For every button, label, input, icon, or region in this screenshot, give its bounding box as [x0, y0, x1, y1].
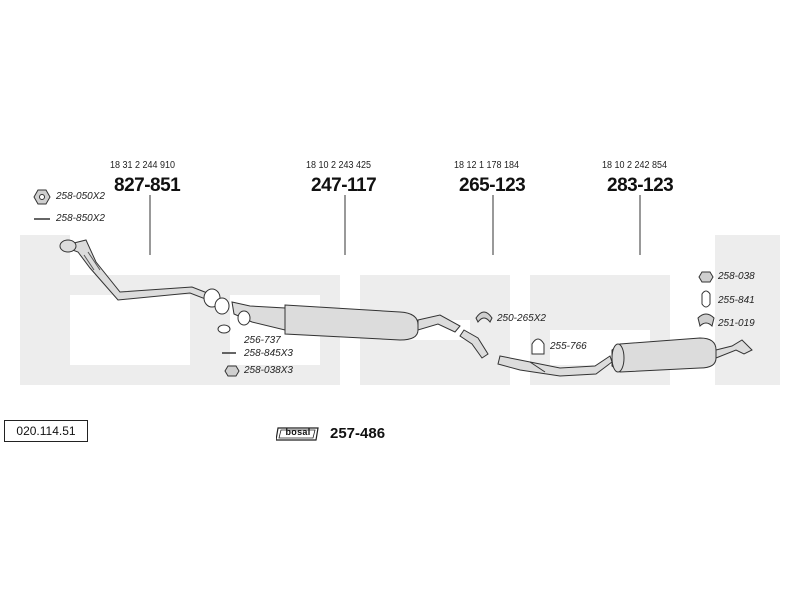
oem-number-2: 18 10 2 243 425 [306, 160, 372, 171]
bosal-kit-logo-text: bosal [285, 427, 311, 437]
part-number-1[interactable]: 827-851 [114, 175, 181, 196]
accessory-label-4[interactable]: 258-845X3 [244, 348, 293, 359]
accessory-label-7[interactable]: 255-766 [550, 341, 587, 352]
accessory-label-5[interactable]: 258-038X3 [244, 365, 293, 376]
kit-part-number[interactable]: 257-486 [330, 425, 386, 442]
accessory-label-3[interactable]: 256-737 [244, 335, 281, 346]
oem-number-1: 18 31 2 244 910 [110, 160, 176, 171]
oem-number-4: 18 10 2 242 854 [602, 160, 668, 171]
nut-icon-2 [224, 365, 240, 377]
accessory-label-10[interactable]: 251-019 [718, 318, 755, 329]
middle-silencer-icon [214, 297, 461, 341]
accessory-label-8[interactable]: 258-038 [718, 271, 755, 282]
oem-number-3: 18 12 1 178 184 [454, 160, 520, 171]
accessory-label-6[interactable]: 250-265X2 [497, 313, 546, 324]
accessory-label-2[interactable]: 258-850X2 [56, 213, 105, 224]
nut-icon-3 [698, 271, 714, 283]
part-number-3[interactable]: 265-123 [459, 175, 526, 196]
clamp-icon [475, 311, 493, 323]
front-pipe-icon [59, 239, 221, 308]
accessory-label-1[interactable]: 258-050X2 [56, 191, 105, 202]
part-number-2[interactable]: 247-117 [311, 175, 377, 196]
hanger-icon [531, 338, 545, 355]
accessory-label-9[interactable]: 255-841 [718, 295, 755, 306]
bosal-kit-logo-icon: bosal [276, 426, 320, 442]
clamp-icon-2 [697, 313, 715, 327]
rear-silencer-icon [611, 337, 753, 373]
part-number-4[interactable]: 283-123 [607, 175, 674, 196]
gasket-icon [217, 324, 231, 334]
reference-number-box: 020.114.51 [4, 420, 88, 442]
rubber-mount-icon [701, 290, 711, 308]
